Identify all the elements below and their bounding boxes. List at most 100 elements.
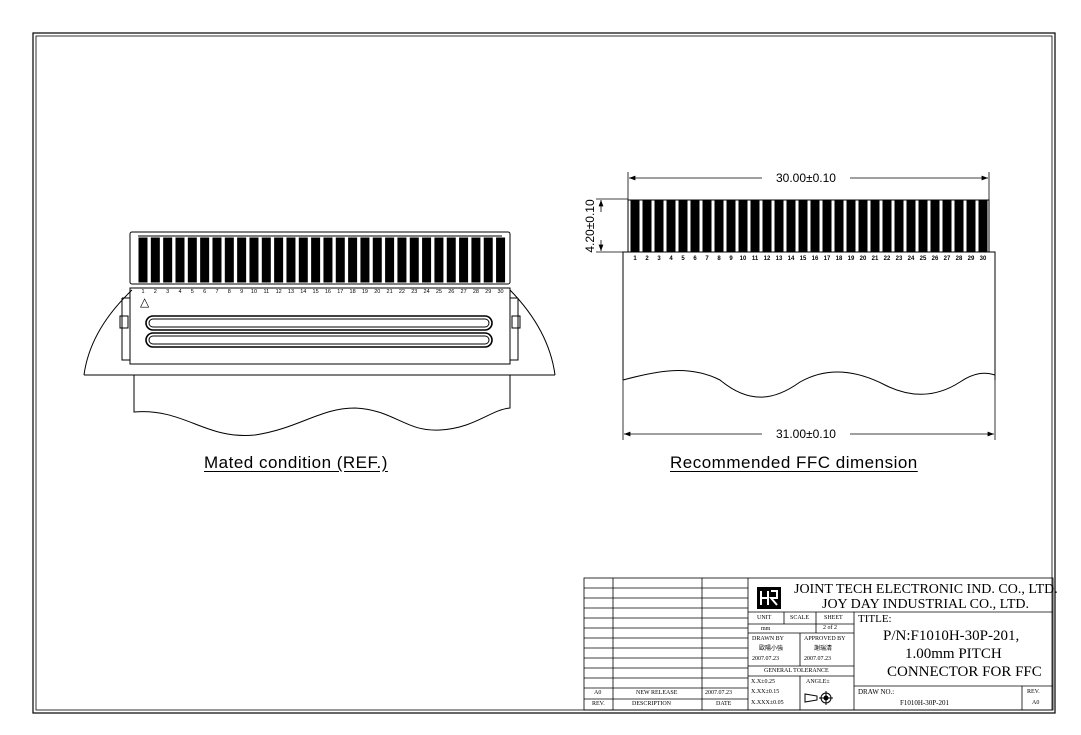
mated-pin-number: 26 [448, 289, 454, 295]
ffc-contact [642, 200, 652, 252]
ffc-pin-number: 7 [705, 256, 709, 262]
mated-contact [335, 237, 345, 283]
mated-pin-number: 16 [325, 289, 331, 295]
ffc-pin-number: 16 [812, 256, 819, 262]
mated-contact [372, 237, 382, 283]
ffc-pin-number: 2 [645, 256, 649, 262]
ffc-pin-number: 10 [740, 256, 747, 262]
col-date: DATE [716, 701, 732, 707]
ffc-contact [930, 200, 940, 252]
mated-pin-number: 19 [362, 289, 368, 295]
mated-contact [496, 237, 506, 283]
mated-pin-number: 15 [313, 289, 319, 295]
mated-pin-number: 23 [411, 289, 417, 295]
history-rev: A0 [594, 690, 602, 696]
history-desc: NEW RELEASE [636, 690, 678, 696]
tolerance-1: X.X±0.25 [751, 679, 775, 685]
dim-width-top: 30.00±0.10 [776, 171, 836, 185]
company-logo [757, 587, 781, 609]
mated-caption: Mated condition (REF.) [204, 453, 388, 472]
mated-contact [163, 237, 173, 283]
mated-contact [397, 237, 407, 283]
mated-contact [323, 237, 333, 283]
ffc-contact [822, 200, 832, 252]
title-label: TITLE: [858, 613, 892, 625]
ffc-pin-number: 20 [860, 256, 867, 262]
mated-contact [249, 237, 259, 283]
drawn-by-label: DRAWN BY [752, 636, 785, 642]
mated-contact [348, 237, 358, 283]
ffc-pin-number: 24 [908, 256, 915, 262]
ffc-outline [622, 251, 996, 380]
col-desc: DESCRIPTION [632, 701, 672, 707]
ffc-contact [714, 200, 724, 252]
ffc-pin-number: 19 [848, 256, 855, 262]
ffc-pin-number: 23 [896, 256, 903, 262]
ffc-pin-number: 27 [944, 256, 951, 262]
mated-contact [434, 237, 444, 283]
rev-value: A0 [1032, 700, 1040, 706]
mated-pin-number: 6 [203, 289, 206, 295]
ffc-contact [798, 200, 808, 252]
rev-label: REV. [1027, 689, 1040, 695]
mated-pin-number: 10 [251, 289, 257, 295]
mated-pin-number: 5 [191, 289, 194, 295]
tolerance-2: X.XX±0.15 [751, 689, 780, 695]
draw-no-value: F1010H-30P-201 [900, 699, 950, 707]
mated-contact [138, 237, 148, 283]
ffc-contact [906, 200, 916, 252]
mated-contact [286, 237, 296, 283]
ffc-contact [666, 200, 676, 252]
ffc-pin-number: 12 [764, 256, 771, 262]
mated-pin-number: 29 [485, 289, 491, 295]
mated-contact [311, 237, 321, 283]
mated-pin-number: 14 [300, 289, 306, 295]
ffc-contact [762, 200, 772, 252]
ffc-contact [966, 200, 976, 252]
ffc-contact [738, 200, 748, 252]
mated-pin-number: 3 [166, 289, 169, 295]
col-rev: REV. [592, 701, 605, 707]
ffc-pin-number: 18 [836, 256, 843, 262]
housing-body [129, 287, 511, 365]
angle-label: ANGLE± [806, 679, 830, 685]
ffc-contact [774, 200, 784, 252]
ffc-contact [834, 200, 844, 252]
drawn-by-name: 歐陽小強 [759, 645, 784, 652]
mated-pin-number: 8 [228, 289, 231, 295]
ffc-pin-number: 14 [788, 256, 795, 262]
mated-contact [187, 237, 197, 283]
ffc-pin-number: 17 [824, 256, 831, 262]
polarity-marker: △ [140, 295, 150, 309]
mated-contact [200, 237, 210, 283]
ffc-pin-number: 13 [776, 256, 783, 262]
mated-pin-number: 21 [387, 289, 393, 295]
ffc-contact [678, 200, 688, 252]
sheet-border-inner [35, 35, 1053, 711]
dim-height: 4.20±0.10 [583, 199, 597, 253]
mated-contact [459, 237, 469, 283]
mated-pin-number: 12 [276, 289, 282, 295]
ffc-contact [870, 200, 880, 252]
ffc-pin-number: 30 [980, 256, 987, 262]
mated-contact [237, 237, 247, 283]
ffc-pin-number: 1 [633, 256, 637, 262]
mated-pin-number: 20 [374, 289, 380, 295]
approved-by-date: 2007.07.23 [804, 656, 831, 662]
company-name-1: JOINT TECH ELECTRONIC IND. CO., LTD. [794, 582, 1058, 597]
mated-pin-number: 11 [263, 289, 269, 295]
mated-contact [212, 237, 222, 283]
ffc-contact [978, 200, 988, 252]
mated-pin-number: 25 [436, 289, 442, 295]
mated-pin-number: 28 [473, 289, 479, 295]
mated-pin-number: 22 [399, 289, 405, 295]
mated-pin-number: 9 [240, 289, 243, 295]
ffc-contact [858, 200, 868, 252]
mated-contact [360, 237, 370, 283]
mated-contact [224, 237, 234, 283]
ffc-caption: Recommended FFC dimension [670, 453, 918, 472]
ffc-pin-number: 28 [956, 256, 963, 262]
